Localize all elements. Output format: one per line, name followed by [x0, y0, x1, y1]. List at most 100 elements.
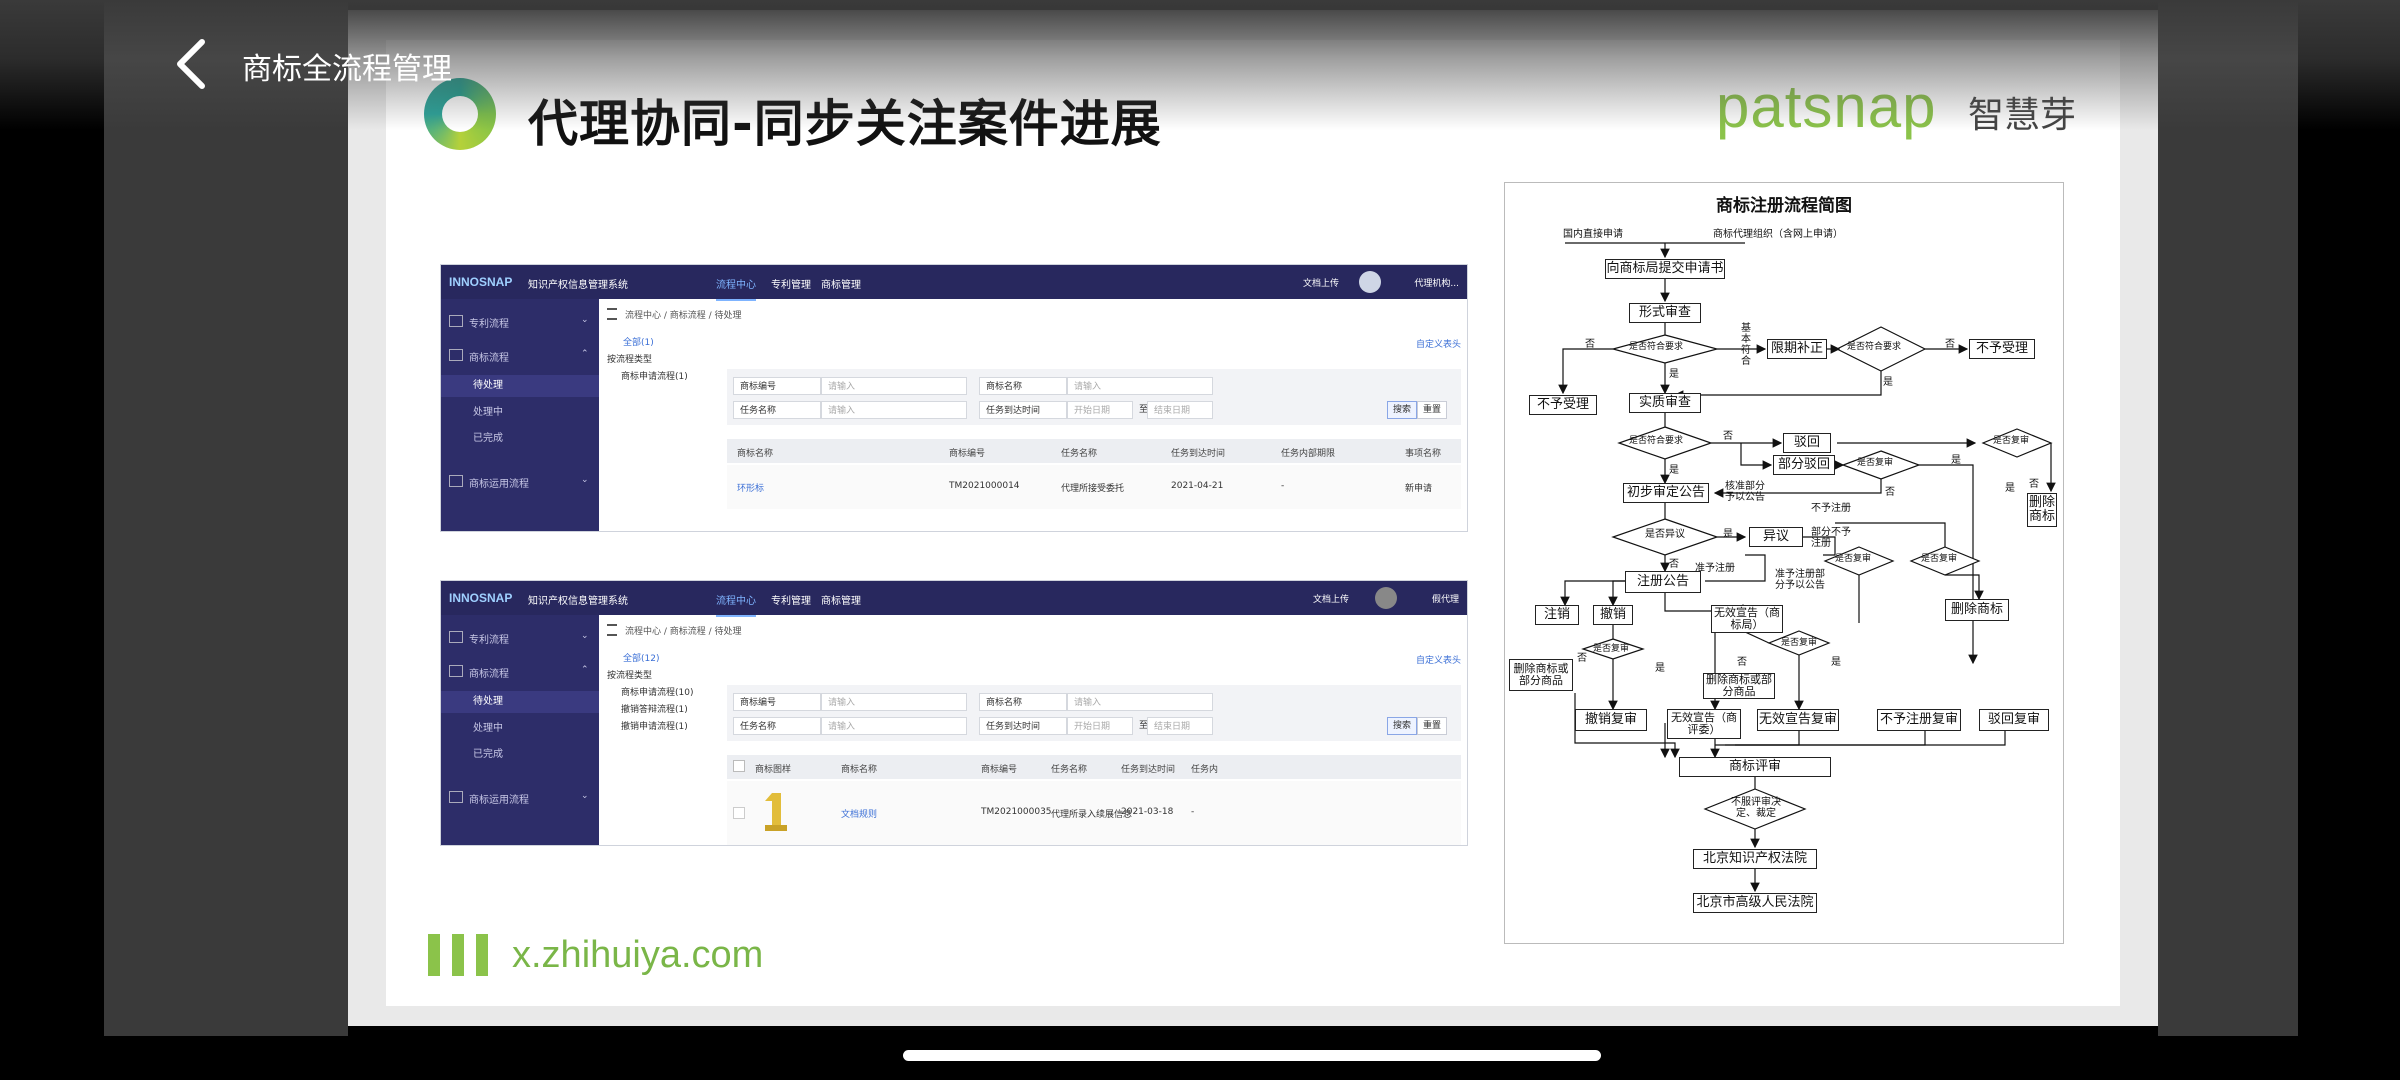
mock-nav-patent: 专利管理: [771, 280, 811, 291]
mock-table-header: 商标图样 商标名称 商标编号 任务名称 任务到达时间 任务内: [727, 755, 1461, 779]
flow-decision: 是否复审: [1781, 638, 1818, 648]
brand-logo-cn: 智慧芽: [1968, 95, 2077, 136]
mock-side-processing: 处理中: [473, 723, 503, 734]
trademark-flow-icon: [449, 665, 463, 677]
col-header: 事项名称: [1405, 449, 1442, 459]
flow-node-invalid-review: 无效宣告复审: [1757, 709, 1839, 731]
flow-node-correction: 限期补正: [1767, 339, 1827, 359]
flow-label: 否: [1737, 657, 1747, 668]
mock-breadcrumb: 流程中心 / 商标流程 / 待处理: [625, 627, 742, 637]
mock-side-usage: 商标运用流程: [469, 479, 529, 490]
flowchart-title: 商标注册流程简图: [1716, 196, 1852, 216]
reset-button: 重置: [1417, 401, 1448, 419]
patent-flow-icon: [449, 631, 463, 643]
usage-flow-icon: [449, 475, 463, 487]
flow-decision: 是否符合要求: [1629, 342, 1684, 352]
checkbox-icon: [733, 760, 745, 772]
mock-nav-process: 流程中心: [716, 592, 756, 617]
mock-avatar: [1375, 587, 1397, 609]
flow-label: 准予注册部分予以公告: [1775, 569, 1825, 591]
tree-item: 撤销申请流程(1): [621, 722, 688, 732]
flow-decision: 是否复审: [1593, 644, 1630, 654]
flow-node-delete-part: 删除商标或部分商品: [1509, 659, 1573, 691]
cell-task: 代理所录入续展信息: [1051, 810, 1133, 820]
chevron-down-icon: ⌄: [581, 631, 589, 641]
custom-header-link: 自定义表头: [1415, 340, 1461, 350]
viewer-title: 商标全流程管理: [242, 53, 452, 86]
chevron-up-icon: ⌃: [581, 349, 589, 359]
mock-nav-trademark: 商标管理: [821, 280, 861, 291]
flow-label: 是: [1655, 663, 1665, 674]
cell-deadline: -: [1191, 807, 1195, 817]
table-row: 文档规则 TM2021000035 代理所录入续展信息 2021-03-18 -: [727, 781, 1461, 845]
tree-item: 商标申请流程(10): [621, 688, 694, 698]
filter-input: 请输入: [821, 693, 967, 711]
mock-filters: 商标编号 请输入 商标名称 请输入 任务名称 请输入 任务到达时间 开始日期 至…: [727, 369, 1461, 425]
flow-label: 否: [1945, 339, 1955, 350]
footer-url: x.zhihuiya.com: [512, 934, 764, 976]
screenshot-mockup-2: INNOSNAP 知识产权信息管理系统 流程中心 专利管理 商标管理 文档上传 …: [440, 580, 1468, 846]
tree-by-type: 按流程类型: [607, 671, 653, 681]
flow-decision: 是否符合要求: [1629, 436, 1684, 446]
mock-side-patent: 专利流程: [469, 635, 509, 646]
mock-side-pending: 待处理: [441, 375, 599, 397]
mock-logo: INNOSNAP: [449, 275, 513, 289]
footer-bars-icon: [428, 934, 500, 980]
flow-label: 是: [1669, 465, 1679, 476]
tree-all: 全部(1): [623, 338, 654, 348]
table-row: 环形标 TM2021000014 代理所接受委托 2021-04-21 - 新申…: [727, 465, 1461, 509]
flow-label: 是: [2005, 483, 2015, 494]
mock-tree: 全部(12) 按流程类型 商标申请流程(10) 撤销答辩流程(1) 撤销申请流程…: [607, 651, 693, 736]
mock-side-trademark: 商标流程: [469, 353, 509, 364]
tree-by-type: 按流程类型: [607, 355, 653, 365]
cell-number: TM2021000014: [949, 481, 1020, 491]
mock-side-usage: 商标运用流程: [469, 795, 529, 806]
col-header: 任务内: [1191, 765, 1219, 775]
mock-system-name: 知识产权信息管理系统: [528, 280, 628, 291]
tree-all: 全部(12): [623, 654, 660, 664]
mock-logo: INNOSNAP: [449, 591, 513, 605]
cell-matter: 新申请: [1405, 484, 1433, 494]
back-arrow-icon[interactable]: [168, 34, 216, 94]
filter-label: 商标名称: [979, 377, 1067, 395]
col-header: 任务内部期限: [1281, 449, 1336, 459]
col-header: 任务到达时间: [1171, 449, 1226, 459]
flow-node-invalid-board: 无效宣告（商评委）: [1667, 709, 1741, 739]
filter-date-end: 结束日期: [1147, 717, 1213, 735]
flow-node-formal: 形式审查: [1629, 303, 1701, 323]
flow-node-invalid-office: 无效宣告（商标局）: [1711, 605, 1783, 633]
flow-node-reg-announce: 注册公告: [1625, 571, 1701, 593]
mock-table-header: 商标名称 商标编号 任务名称 任务到达时间 任务内部期限 事项名称: [727, 439, 1461, 463]
col-header: 任务名称: [1051, 765, 1088, 775]
usage-flow-icon: [449, 791, 463, 803]
flow-label: 否: [1669, 559, 1679, 570]
flow-label: 是: [1951, 455, 1961, 466]
flow-label: 国内直接申请: [1563, 229, 1623, 240]
trademark-flowchart: 商标注册流程简图 国内直接申请 商标代理组织（含网上申请） 向商标局提交申请书 …: [1504, 182, 2064, 944]
flow-decision: 不服评审决定、裁定: [1731, 797, 1781, 819]
mock-side-done: 已完成: [473, 749, 503, 760]
chevron-down-icon: ⌄: [581, 315, 589, 325]
cell-name: 环形标: [737, 484, 765, 494]
home-indicator[interactable]: [903, 1050, 1601, 1061]
right-letterbox: [2158, 0, 2298, 1036]
trademark-flow-icon: [449, 349, 463, 361]
cell-deadline: -: [1281, 481, 1285, 491]
flow-label: 否: [1723, 431, 1733, 442]
flow-label: 是: [1831, 657, 1841, 668]
flow-node-delete: 删除商标: [1945, 599, 2009, 621]
mock-side-patent: 专利流程: [469, 319, 509, 330]
flow-decision: 是否复审: [1993, 436, 2030, 446]
mock-main: 流程中心 / 商标流程 / 待处理 全部(1) 按流程类型 商标申请流程(1) …: [599, 299, 1467, 531]
flow-node-reject: 不予受理: [1529, 395, 1597, 415]
flow-node-reject: 不予受理: [1969, 339, 2035, 359]
mock-filters: 商标编号 请输入 商标名称 请输入 任务名称 请输入 任务到达时间 开始日期 至…: [727, 685, 1461, 741]
flow-node-substantive: 实质审查: [1629, 393, 1701, 413]
mock-side-processing: 处理中: [473, 407, 503, 418]
col-header: 任务到达时间: [1121, 765, 1176, 775]
mock-breadcrumb: 流程中心 / 商标流程 / 待处理: [625, 311, 742, 321]
flow-node-cancel: 注销: [1535, 605, 1579, 625]
search-button: 搜索: [1387, 401, 1418, 419]
flow-node-revoke-review: 撤销复审: [1575, 709, 1647, 731]
flow-label: 否: [1885, 487, 1895, 498]
